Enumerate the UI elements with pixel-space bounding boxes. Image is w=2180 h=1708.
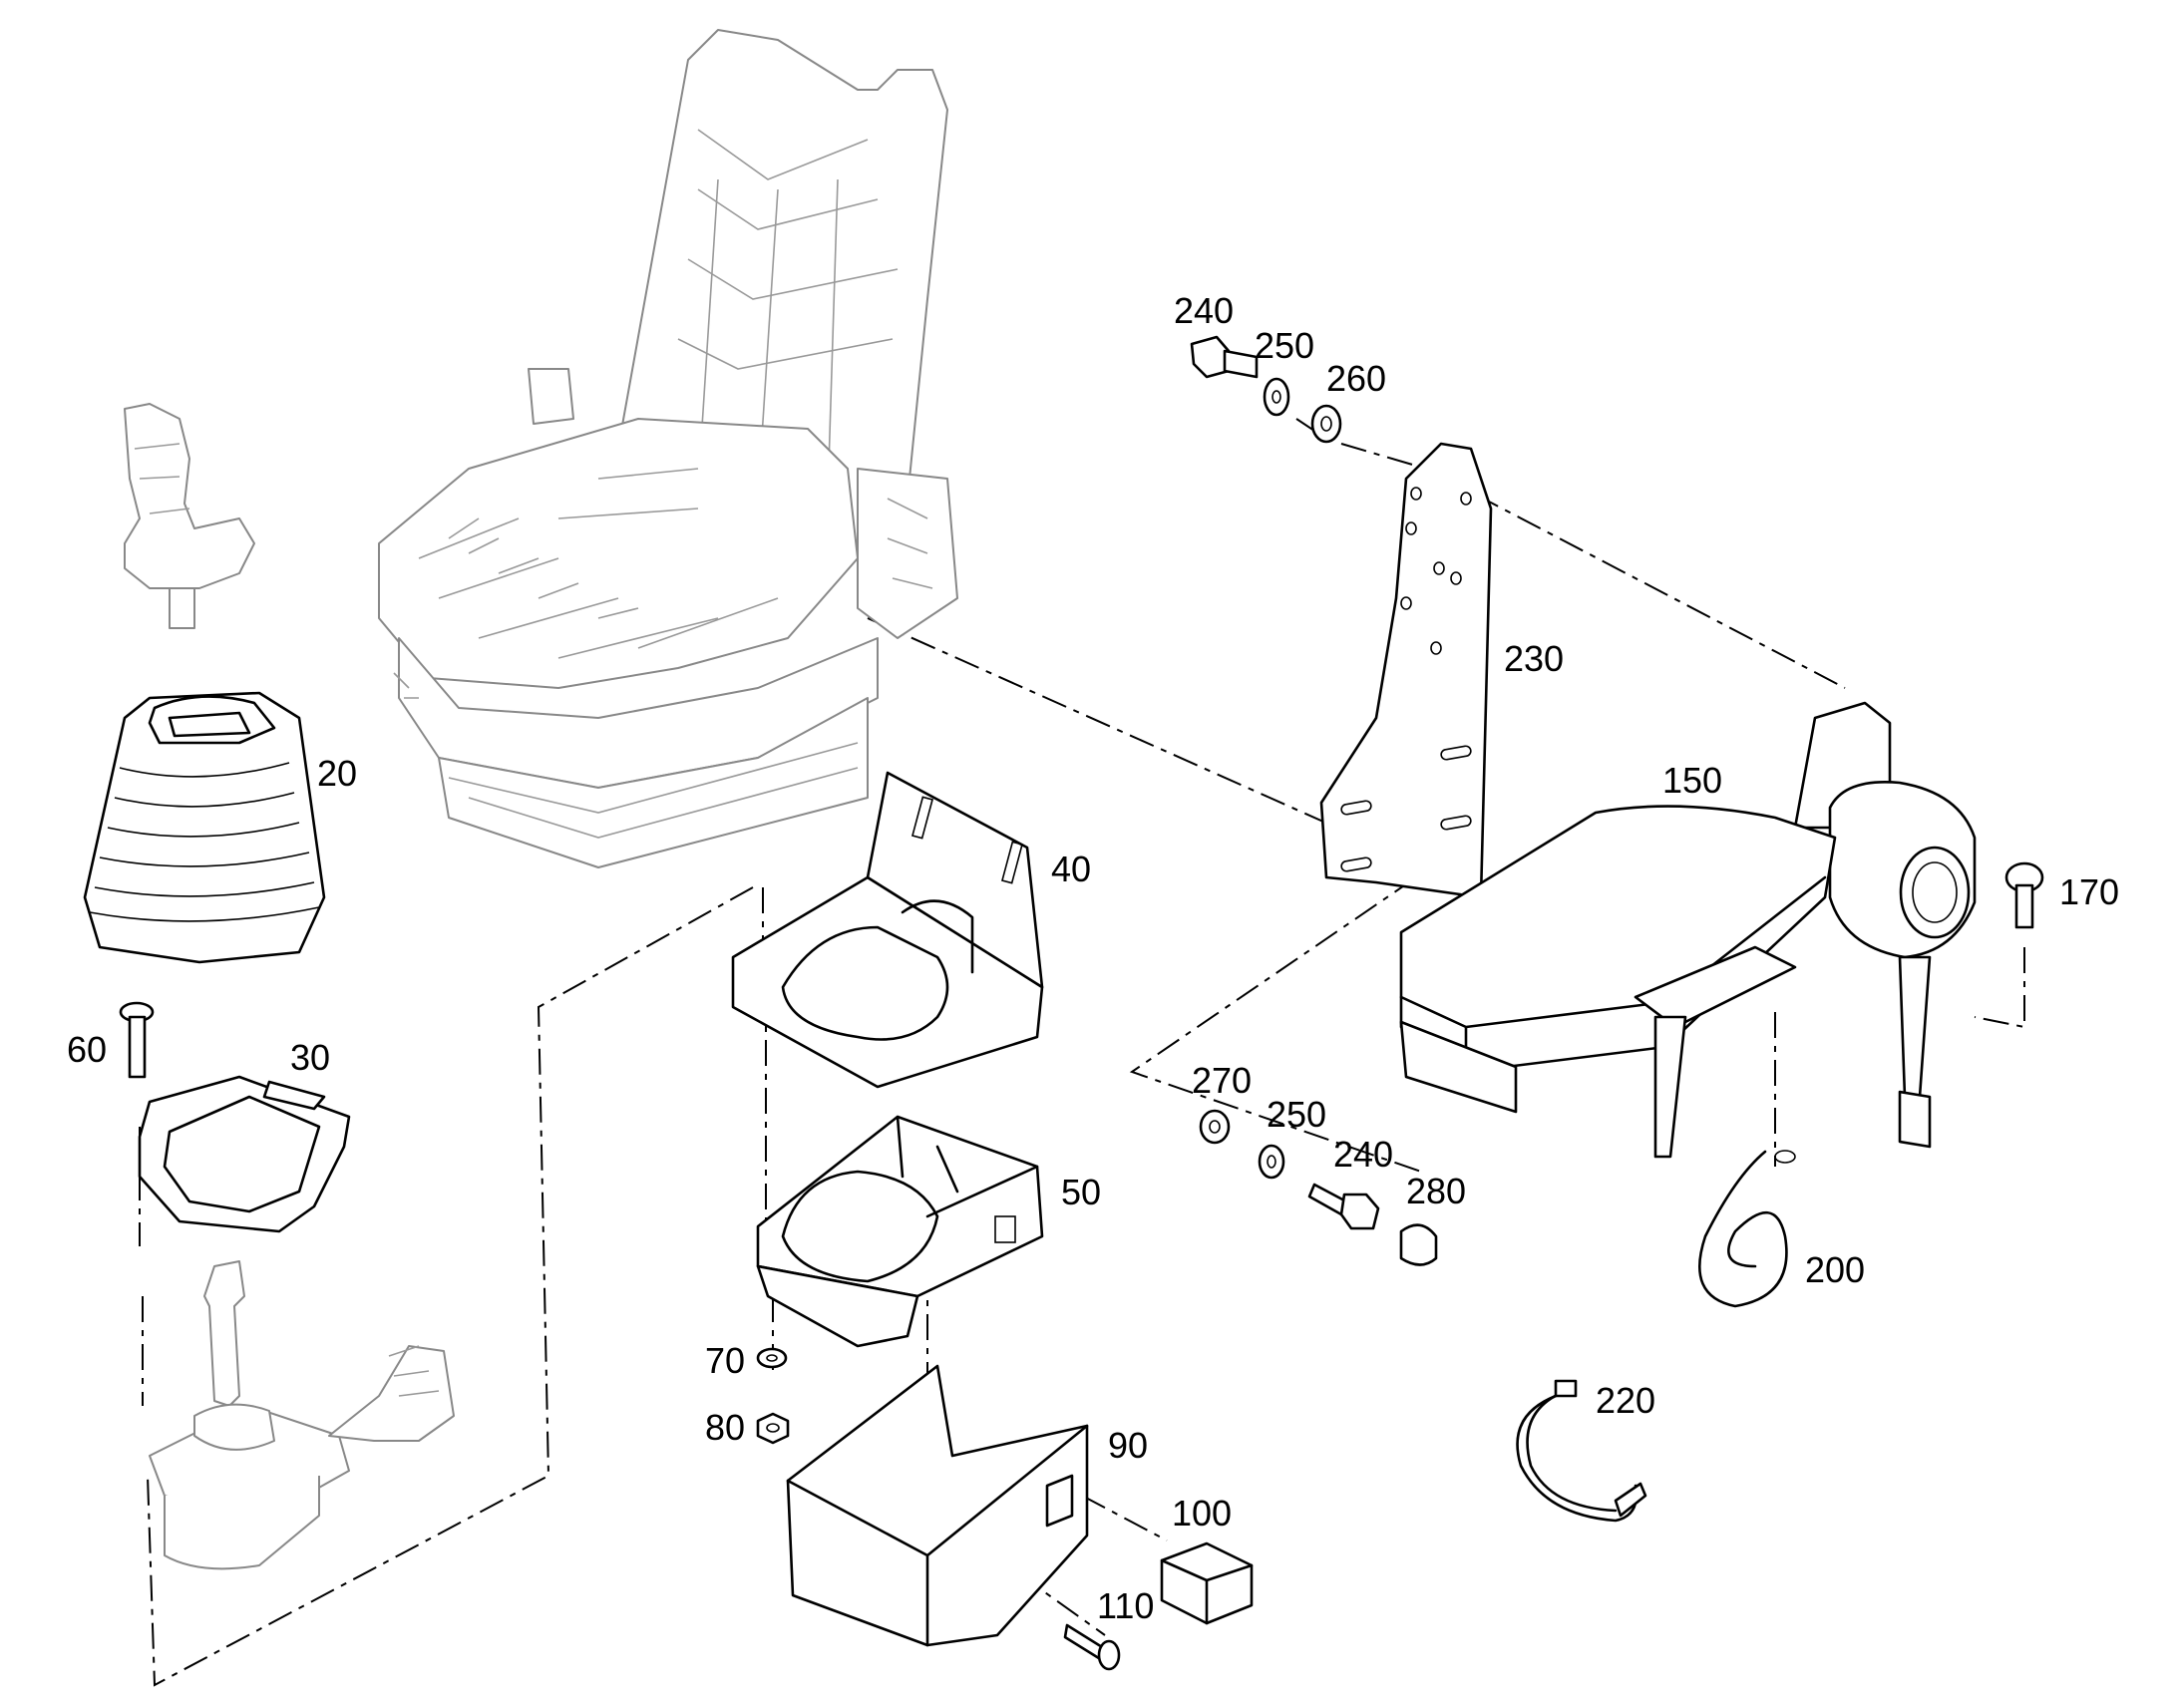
- part-80-nut: [756, 1412, 790, 1445]
- callout-280: 280: [1406, 1171, 1466, 1211]
- callout-240-lower: 240: [1333, 1134, 1393, 1175]
- callout-100: 100: [1172, 1493, 1232, 1534]
- part-90-tray: [786, 1364, 1089, 1647]
- callout-250-upper: 250: [1255, 325, 1314, 366]
- callout-80: 80: [705, 1407, 745, 1448]
- assembly-lines: [139, 418, 2025, 1687]
- callout-110: 110: [1097, 1585, 1154, 1626]
- part-170-bolt: [2004, 861, 2044, 929]
- part-250-washer-upper: [1263, 377, 1290, 417]
- part-220-hose-clamp: [1516, 1379, 1647, 1523]
- part-150-armrest: [1399, 701, 1977, 1159]
- callout-240-upper: 240: [1174, 290, 1234, 331]
- part-200-tether: [1697, 1150, 1796, 1308]
- part-50-mount-box: [756, 1115, 1044, 1348]
- callout-50: 50: [1061, 1172, 1101, 1212]
- callout-230: 230: [1504, 638, 1564, 679]
- callout-270: 270: [1192, 1060, 1252, 1101]
- part-40-bracket: [731, 771, 1044, 1089]
- callout-30: 30: [290, 1037, 330, 1078]
- part-270-washer: [1199, 1109, 1231, 1145]
- part-70-washer: [756, 1347, 788, 1369]
- part-260-washer: [1310, 404, 1342, 444]
- part-30-joystick-plate: [138, 1075, 351, 1233]
- part-100-rocker-switch: [1160, 1541, 1254, 1625]
- callout-170: 170: [2059, 871, 2119, 912]
- part-250-washer-lower: [1258, 1144, 1285, 1180]
- operator-seat: [378, 29, 958, 868]
- callout-200: 200: [1805, 1249, 1865, 1290]
- callout-70: 70: [705, 1340, 745, 1381]
- callout-20: 20: [317, 753, 357, 794]
- part-230-armrest-plate: [1319, 442, 1493, 899]
- callout-150: 150: [1662, 760, 1722, 801]
- part-240-bolt-lower: [1307, 1183, 1380, 1230]
- part-280-cap: [1399, 1223, 1438, 1266]
- callout-260: 260: [1326, 358, 1386, 399]
- callout-90: 90: [1108, 1425, 1148, 1466]
- callout-40: 40: [1051, 849, 1091, 889]
- callout-250-lower: 250: [1267, 1094, 1326, 1135]
- callout-220: 220: [1596, 1380, 1655, 1421]
- part-240-bolt-upper: [1190, 335, 1259, 379]
- part-110-screw: [1063, 1623, 1121, 1671]
- joystick-base-assembly: [149, 1260, 455, 1570]
- part-60-bolt: [119, 1001, 155, 1079]
- part-20-rubber-boot: [83, 691, 326, 964]
- callout-labels: 20 30 40 50 60 70 80 90 100 110 150 170 …: [67, 290, 2119, 1626]
- callout-60: 60: [67, 1029, 107, 1070]
- joystick-handle: [124, 403, 255, 629]
